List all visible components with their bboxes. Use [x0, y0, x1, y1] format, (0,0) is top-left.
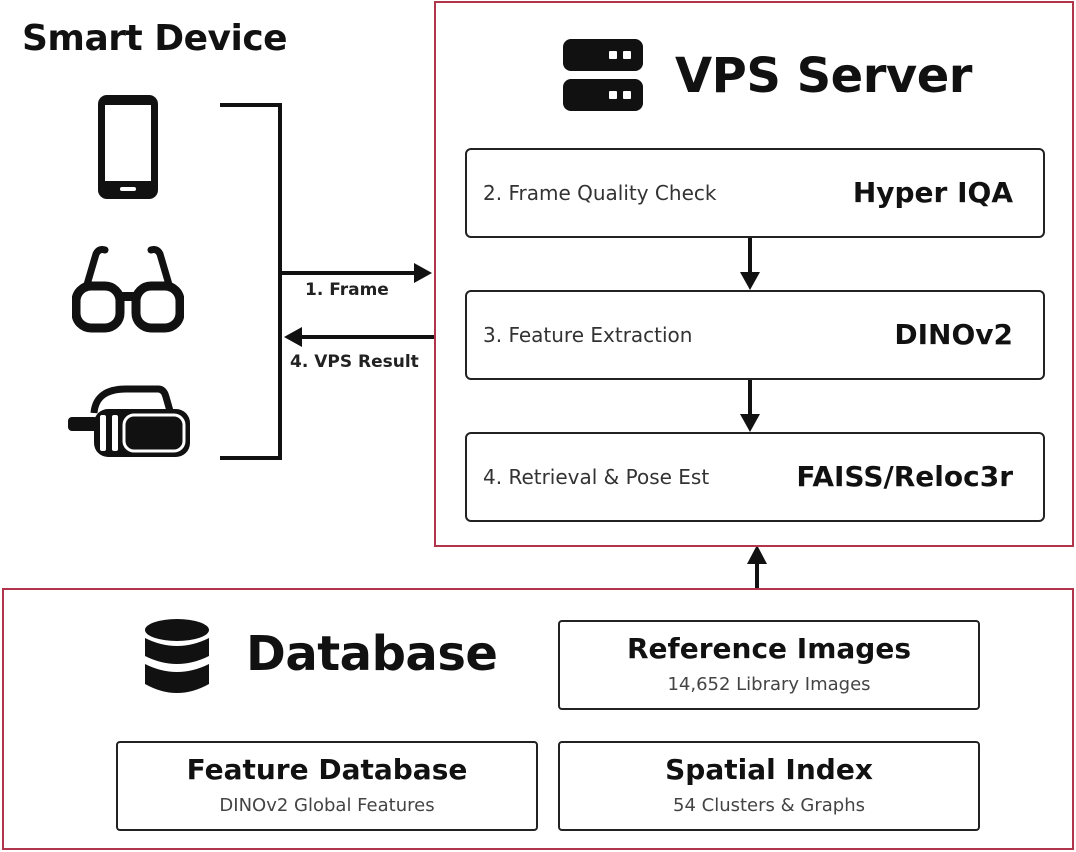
step-label: 2. Frame Quality Check	[483, 181, 717, 205]
db-to-server-arrow-head	[747, 545, 767, 564]
smartphone-icon	[98, 95, 158, 199]
server-icon	[563, 39, 643, 111]
step-tool: DINOv2	[894, 318, 1013, 351]
spatial-index-card: Spatial Index 54 Clusters & Graphs	[558, 741, 980, 831]
smart-glasses-icon	[72, 246, 184, 333]
result-flow-label: 4. VPS Result	[290, 352, 419, 372]
card-subtitle: 54 Clusters & Graphs	[673, 795, 865, 816]
feature-database-card: Feature Database DINOv2 Global Features	[116, 741, 538, 831]
step-tool: Hyper IQA	[852, 176, 1013, 209]
database-icon	[145, 619, 209, 693]
vps-server-title: VPS Server	[675, 48, 972, 104]
device-bracket	[220, 103, 282, 460]
card-title: Feature Database	[186, 753, 468, 786]
card-title: Reference Images	[627, 632, 911, 665]
result-arrow-head	[284, 327, 302, 347]
smart-device-title: Smart Device	[22, 18, 288, 59]
step-label: 4. Retrieval & Pose Est	[483, 465, 710, 489]
step-label: 3. Feature Extraction	[483, 323, 693, 347]
vr-headset-icon	[68, 385, 190, 457]
step-retrieval-pose-est: 4. Retrieval & Pose Est FAISS/Reloc3r	[465, 432, 1045, 522]
step-frame-quality-check: 2. Frame Quality Check Hyper IQA	[465, 148, 1045, 238]
step-tool: FAISS/Reloc3r	[796, 460, 1013, 493]
reference-images-card: Reference Images 14,652 Library Images	[558, 620, 980, 710]
card-subtitle: 14,652 Library Images	[667, 674, 871, 695]
database-panel	[2, 588, 1074, 850]
card-title: Spatial Index	[665, 753, 873, 786]
step-feature-extraction: 3. Feature Extraction DINOv2	[465, 290, 1045, 380]
card-subtitle: DINOv2 Global Features	[219, 795, 435, 816]
vps-server-panel	[434, 1, 1074, 547]
frame-flow-label: 1. Frame	[305, 280, 389, 300]
frame-arrow-head	[414, 263, 432, 283]
database-title: Database	[246, 626, 498, 682]
